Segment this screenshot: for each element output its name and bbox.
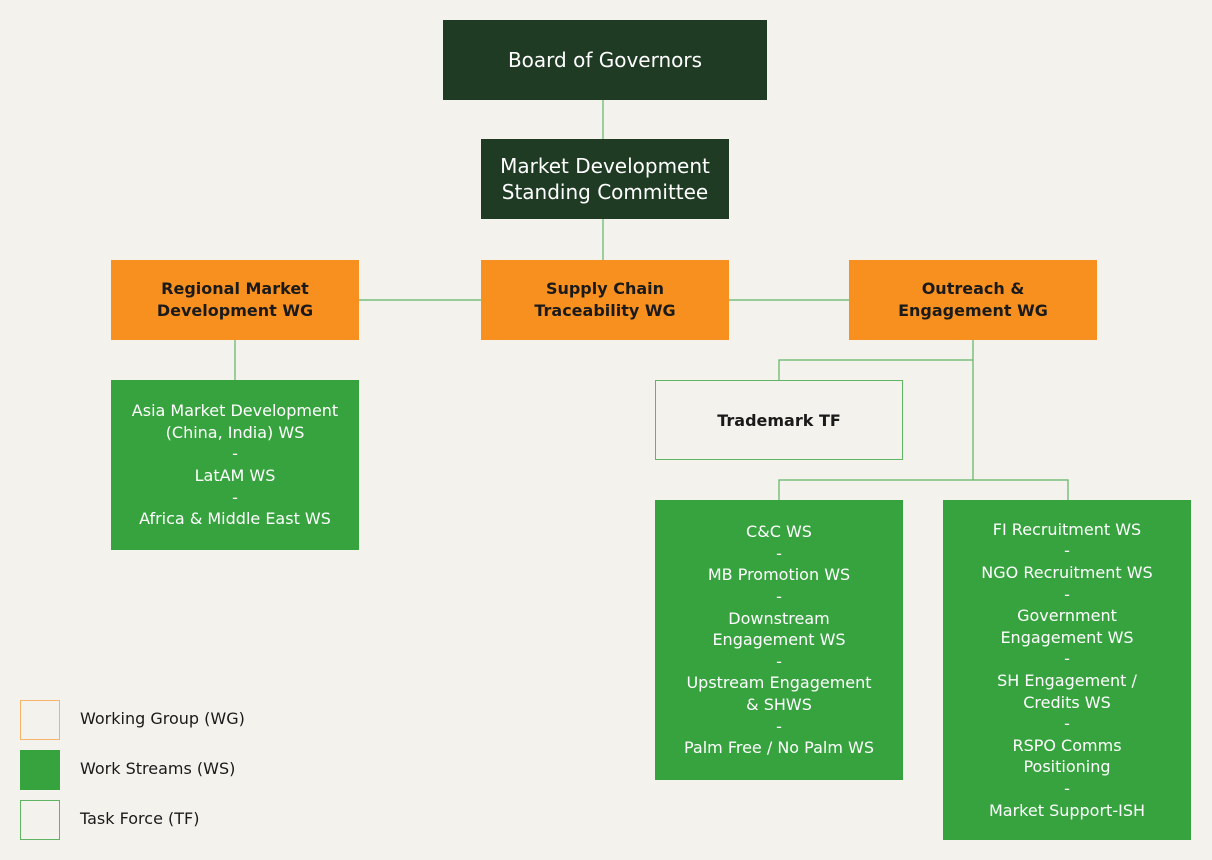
board-line-1: Board of Governors	[507, 48, 703, 72]
supply-wg-line-1: Supply Chain	[545, 279, 665, 298]
cc-ws-line-7: -	[776, 651, 782, 671]
board-of-governors-box: Board of Governors	[443, 20, 767, 100]
outreach-recruit-connector	[973, 479, 1069, 500]
cc-ws-line-10: -	[776, 716, 782, 736]
cc-ws-line-6: Engagement WS	[712, 630, 846, 650]
legend-label-working-group: Working Group (WG)	[80, 709, 245, 728]
market-development-committee-box: Market Development Standing Committee	[481, 139, 729, 219]
cc-ws-line-4: -	[776, 587, 782, 607]
recruit-ws-line-6: Engagement WS	[1000, 627, 1134, 647]
legend-label-work-streams: Work Streams (WS)	[80, 759, 236, 778]
committee-line-2: Standing Committee	[501, 180, 709, 204]
legend-swatch-task-force	[20, 800, 60, 840]
recruit-ws-line-12: Positioning	[1023, 757, 1111, 777]
supply-chain-traceability-wg: Supply Chain Traceability WG	[481, 260, 729, 340]
cc-ws-line-8: Upstream Engagement	[686, 673, 872, 693]
cc-ws-line-1: C&C WS	[746, 522, 812, 542]
regional-wg-line-1: Regional Market	[161, 279, 309, 298]
legend-swatch-working-group	[20, 700, 60, 740]
recruit-ws-line-4: -	[1064, 584, 1070, 604]
trademark-tf-box: Trademark TF	[655, 380, 903, 460]
recruit-ws-line-1: FI Recruitment WS	[992, 519, 1142, 539]
recruit-ws-line-13: -	[1064, 778, 1070, 798]
recruit-ws-line-3: NGO Recruitment WS	[981, 563, 1153, 583]
committee-line-1: Market Development	[500, 154, 710, 178]
trademark-tf-label: Trademark TF	[717, 410, 841, 430]
outreach-cc-connector	[778, 340, 974, 500]
supply-wg-line-2: Traceability WG	[534, 301, 676, 320]
recruit-ws-line-8: SH Engagement /	[997, 671, 1137, 690]
regional-market-development-wg: Regional Market Development WG	[111, 260, 359, 340]
outreach-trademark-connector	[778, 359, 973, 380]
outreach-work-streams-box-1: C&C WS - MB Promotion WS - Downstream En…	[655, 500, 903, 780]
regional-ws-line-3: -	[232, 444, 238, 464]
outreach-work-streams-box-2: FI Recruitment WS - NGO Recruitment WS -…	[943, 500, 1191, 840]
recruit-ws-line-11: RSPO Comms	[1012, 735, 1122, 755]
recruit-ws-line-10: -	[1064, 714, 1070, 734]
recruit-ws-line-5: Government	[1017, 606, 1117, 626]
cc-ws-line-2: -	[776, 543, 782, 563]
regional-work-streams-box: Asia Market Development (China, India) W…	[111, 380, 359, 550]
regional-ws-line-5: -	[232, 487, 238, 507]
cc-ws-line-3: MB Promotion WS	[707, 565, 851, 585]
recruit-ws-line-14: Market Support-ISH	[988, 800, 1145, 820]
outreach-engagement-wg: Outreach & Engagement WG	[849, 260, 1097, 340]
regional-ws-line-1: Asia Market Development	[131, 401, 339, 421]
cc-ws-line-9: & SHWS	[746, 694, 812, 714]
cc-ws-line-11: Palm Free / No Palm WS	[683, 738, 875, 758]
outreach-wg-line-2: Engagement WG	[898, 301, 1048, 320]
outreach-wg-line-1: Outreach &	[921, 279, 1025, 298]
regional-wg-line-2: Development WG	[156, 301, 314, 320]
regional-ws-line-6: Africa & Middle East WS	[139, 509, 331, 529]
legend-swatch-work-streams	[20, 750, 60, 790]
cc-ws-line-5: Downstream	[728, 608, 830, 628]
regional-ws-line-4: LatAM WS	[194, 466, 276, 485]
recruit-ws-line-9: Credits WS	[1023, 692, 1111, 712]
legend-label-task-force: Task Force (TF)	[80, 809, 200, 828]
recruit-ws-line-2: -	[1064, 541, 1070, 561]
recruit-ws-line-7: -	[1064, 649, 1070, 669]
regional-ws-line-2: (China, India) WS	[165, 422, 305, 442]
